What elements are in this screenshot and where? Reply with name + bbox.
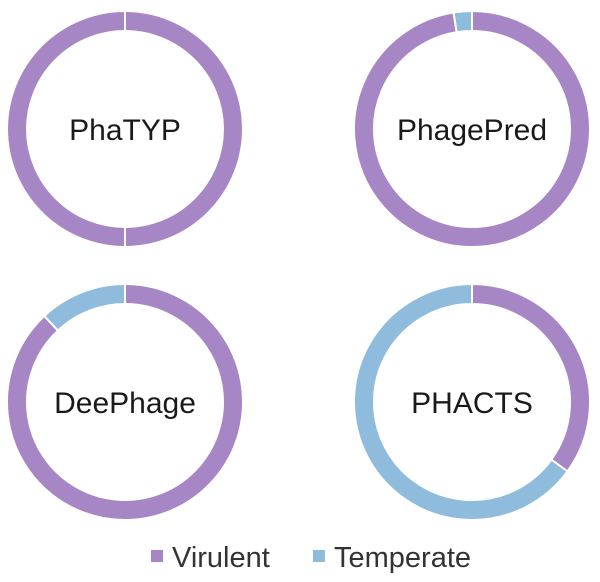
legend-label-temperate: Temperate bbox=[334, 542, 471, 574]
donut-deephage: DeePhage bbox=[6, 282, 244, 521]
legend-swatch-virulent bbox=[151, 550, 163, 562]
legend-label-virulent: Virulent bbox=[172, 542, 270, 574]
slice-phacts-virulent bbox=[471, 282, 591, 473]
slice-deephage-virulent bbox=[6, 282, 244, 521]
slice-phagepred-virulent bbox=[353, 9, 591, 248]
legend-item-virulent: Virulent bbox=[151, 542, 270, 574]
legend: Virulent Temperate bbox=[151, 542, 471, 574]
donut-phagepred: PhagePred bbox=[353, 9, 591, 248]
slice-deephage-temperate bbox=[42, 282, 126, 332]
slice-phagepred-temperate bbox=[452, 9, 473, 34]
donut-title-deephage: DeePhage bbox=[54, 387, 196, 420]
donut-title-phacts: PHACTS bbox=[411, 387, 533, 420]
donut-phacts: PHACTS bbox=[353, 282, 591, 521]
slice-phacts-temperate bbox=[353, 282, 569, 521]
donut-phatyp: PhaTYP bbox=[6, 9, 244, 249]
legend-swatch-temperate bbox=[313, 550, 325, 562]
donut-title-phagepred: PhagePred bbox=[397, 114, 547, 147]
legend-item-temperate: Temperate bbox=[313, 542, 471, 574]
donut-title-phatyp: PhaTYP bbox=[69, 114, 181, 147]
